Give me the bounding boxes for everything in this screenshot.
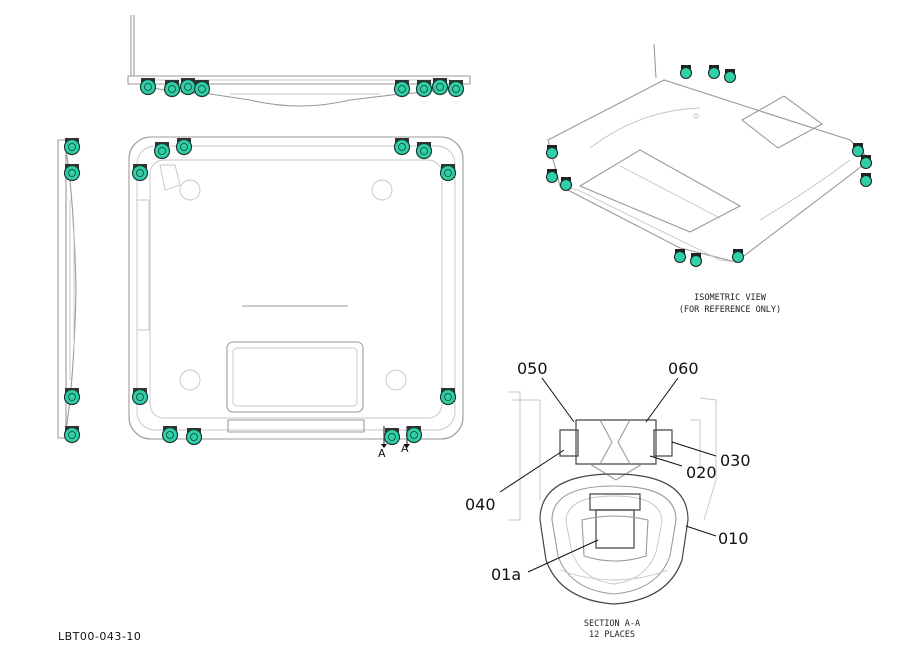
leader-050 — [541, 377, 575, 423]
drawing-number: LBT00-043-10 — [58, 630, 141, 643]
section-cut-marker: A A — [378, 426, 410, 460]
callout-040: 040 — [465, 495, 496, 514]
callout-01a: 01a — [491, 565, 521, 584]
callout-050: 050 — [517, 359, 548, 378]
section-caption-line2: 12 PLACES — [589, 630, 635, 640]
leader-040 — [499, 449, 565, 493]
left-elevation-view — [57, 137, 81, 444]
top-elevation-view — [127, 15, 471, 107]
lamp-icon — [63, 137, 81, 444]
plan-view: A A — [128, 136, 464, 460]
section-caption-line1: SECTION A-A — [584, 619, 640, 629]
leader-01a — [527, 539, 599, 573]
leader-010 — [685, 525, 717, 537]
isometric-view: ISOMETRIC VIEW (FOR REFERENCE ONLY) — [545, 43, 873, 315]
isometric-caption-line2: (FOR REFERENCE ONLY) — [679, 305, 781, 315]
leader-030 — [671, 441, 717, 457]
section-marker-left: A — [378, 447, 386, 460]
section-a-a-detail: 050 060 040 020 030 010 01a SECTION A-A … — [465, 359, 751, 640]
section-marker-right: A — [401, 442, 409, 455]
leader-020 — [649, 455, 683, 467]
callout-060: 060 — [668, 359, 699, 378]
callout-010: 010 — [718, 529, 749, 548]
lamp-icon — [545, 64, 873, 268]
callout-020: 020 — [686, 463, 717, 482]
leader-060 — [645, 377, 679, 423]
isometric-caption-line1: ISOMETRIC VIEW — [694, 293, 767, 303]
lamp-icon — [131, 137, 457, 446]
callout-030: 030 — [720, 451, 751, 470]
